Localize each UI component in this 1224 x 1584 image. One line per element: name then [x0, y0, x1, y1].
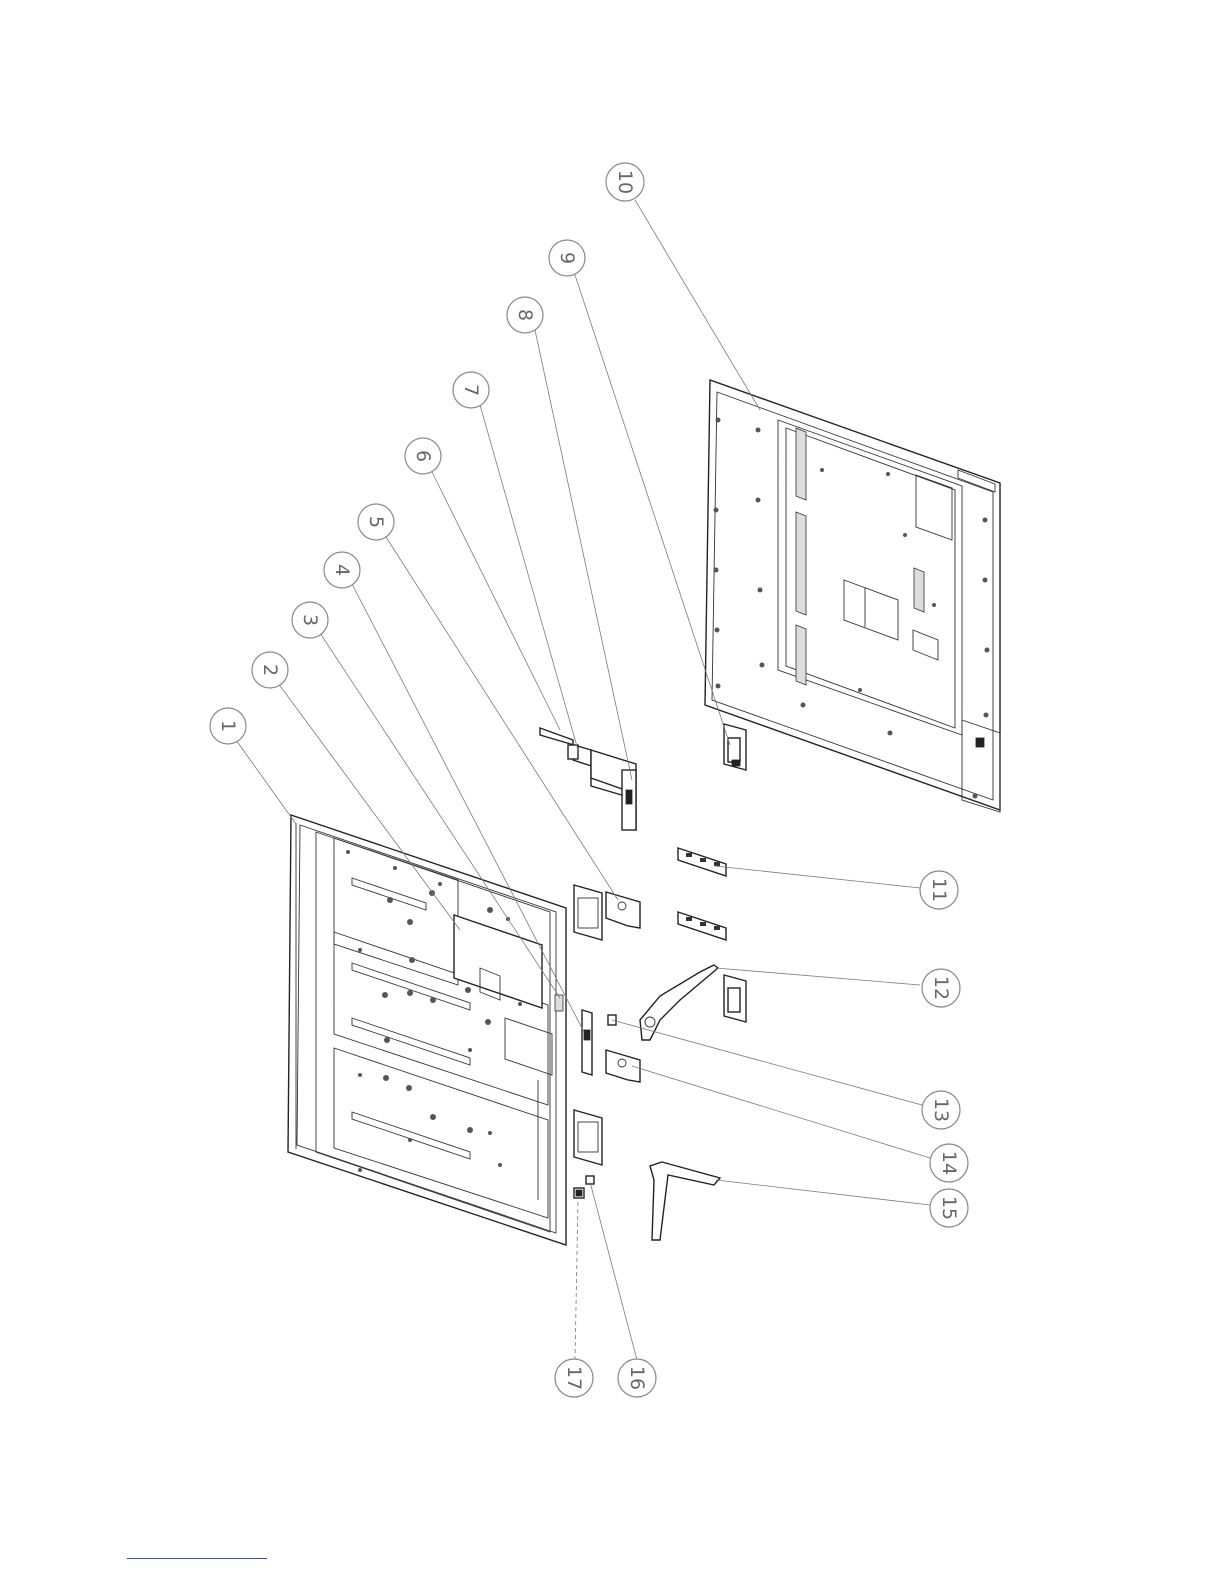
svg-text:6: 6: [412, 450, 434, 462]
svg-text:11: 11: [928, 878, 950, 902]
part-12-stand-arm-and-hinge: [640, 965, 746, 1040]
leader-lines: [236, 200, 930, 1360]
callout-17: 17: [555, 1359, 593, 1397]
callout-4: 4: [324, 552, 360, 588]
footer-rule: [127, 1558, 267, 1559]
svg-text:4: 4: [331, 564, 353, 576]
svg-text:7: 7: [460, 384, 482, 396]
svg-text:10: 10: [614, 170, 636, 194]
callout-8: 8: [507, 297, 543, 333]
part-9-hinge-upper: [724, 724, 746, 770]
svg-text:1: 1: [217, 720, 239, 732]
callout-10: 10: [606, 163, 644, 201]
callout-1: 1: [210, 708, 246, 744]
callout-13: 13: [922, 1091, 960, 1129]
callout-11: 11: [920, 871, 958, 909]
callout-9: 9: [549, 240, 585, 276]
callout-3: 3: [292, 602, 328, 638]
callout-6: 6: [405, 438, 441, 474]
svg-text:17: 17: [563, 1366, 585, 1390]
svg-text:14: 14: [938, 1151, 960, 1175]
svg-text:13: 13: [930, 1098, 952, 1122]
svg-text:16: 16: [626, 1366, 648, 1390]
callout-14: 14: [930, 1144, 968, 1182]
part-11-bracket-strips: [678, 848, 726, 940]
callout-7: 7: [453, 372, 489, 408]
callout-16: 16: [618, 1359, 656, 1397]
part-10-back-cover: [705, 380, 1000, 812]
svg-text:15: 15: [938, 1196, 960, 1220]
callout-2: 2: [252, 652, 288, 688]
part-15-foot: [650, 1162, 720, 1240]
svg-text:5: 5: [365, 516, 387, 528]
part-1-panel-module: [288, 815, 566, 1245]
svg-text:8: 8: [514, 309, 536, 321]
svg-text:2: 2: [259, 664, 281, 676]
svg-text:3: 3: [299, 614, 321, 626]
parts-6-7-8-main-board: [540, 728, 636, 830]
callout-15: 15: [930, 1189, 968, 1227]
svg-text:12: 12: [930, 976, 952, 1000]
callout-12: 12: [922, 969, 960, 1007]
svg-text:9: 9: [556, 252, 578, 264]
callout-5: 5: [358, 504, 394, 540]
